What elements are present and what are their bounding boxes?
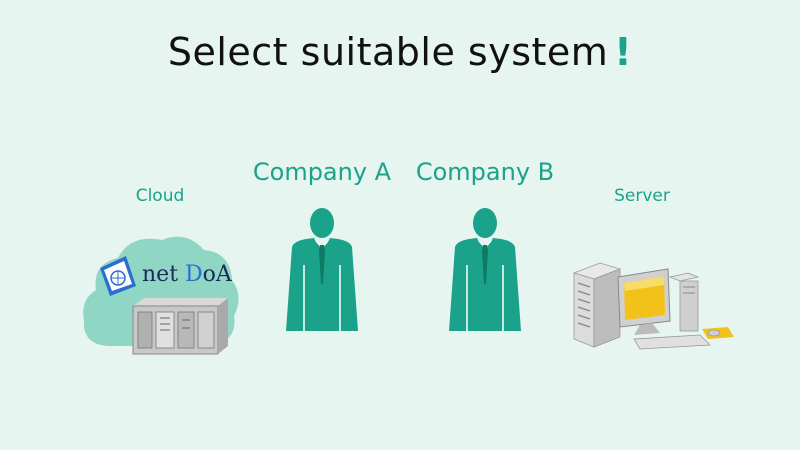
company-b-label: Company B [415,158,555,186]
desktop-computer-icon [572,262,734,350]
logo-part-oa: oA [202,262,232,287]
netdoa-logo-icon [100,256,136,296]
page-title: Select suitable system! [0,30,800,74]
title-text: Select suitable system [167,30,609,74]
title-exclamation: ! [614,30,633,74]
logo-part-net: net [142,262,186,287]
cloud-label: Cloud [135,186,185,206]
cloud-icon [83,236,239,355]
company-a-label: Company A [252,158,392,186]
company-b-person-icon [449,208,521,331]
server-label: Server [614,186,670,206]
company-a-person-icon [286,208,358,331]
netdoa-logo-text: net DoA [142,262,232,287]
datacenter-rack-icon [132,298,228,355]
logo-part-d: D [185,262,203,287]
